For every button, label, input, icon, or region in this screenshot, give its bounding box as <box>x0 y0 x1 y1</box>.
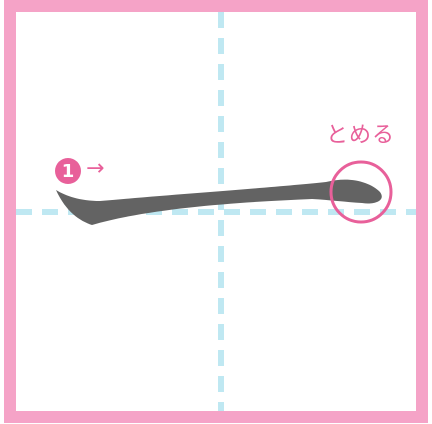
right-arrow-icon: → <box>86 156 104 181</box>
stroke-order-badge: 1 <box>55 158 81 184</box>
stop-label: とめる <box>326 117 395 149</box>
